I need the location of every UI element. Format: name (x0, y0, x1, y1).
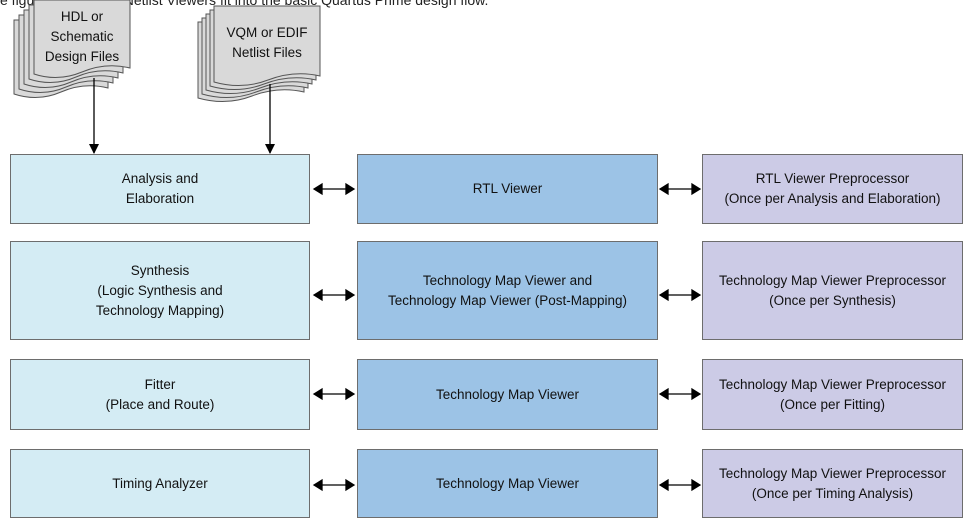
vqm-document-stack-icon (197, 5, 321, 102)
preprocessor-timing-analysis: Technology Map Viewer Preprocessor (Once… (702, 449, 963, 518)
preprocessor-synthesis: Technology Map Viewer Preprocessor (Once… (702, 241, 963, 340)
preprocessor-fitting: Technology Map Viewer Preprocessor (Once… (702, 359, 963, 430)
viewer-rtl: RTL Viewer (357, 154, 658, 224)
vqm-netlist-files-label: VQM or EDIF Netlist Files (226, 25, 308, 60)
viewer-technology-map-timing: Technology Map Viewer (357, 449, 658, 518)
stage-synthesis: Synthesis (Logic Synthesis and Technolog… (10, 241, 310, 340)
stage-timing-analyzer: Timing Analyzer (10, 449, 310, 518)
figure-caption: e figure shows how Netlist Viewers fit i… (0, 0, 489, 8)
preprocessor-rtl: RTL Viewer Preprocessor (Once per Analys… (702, 154, 963, 224)
stage-analysis-elaboration: Analysis and Elaboration (10, 154, 310, 224)
hdl-document-stack-icon (13, 0, 131, 98)
stage-fitter: Fitter (Place and Route) (10, 359, 310, 430)
hdl-design-files-label: HDL or Schematic Design Files (44, 9, 120, 64)
viewer-technology-map-post-mapping: Technology Map Viewer and Technology Map… (357, 241, 658, 340)
viewer-technology-map-fitter: Technology Map Viewer (357, 359, 658, 430)
bidirectional-arrows (312, 182, 702, 492)
